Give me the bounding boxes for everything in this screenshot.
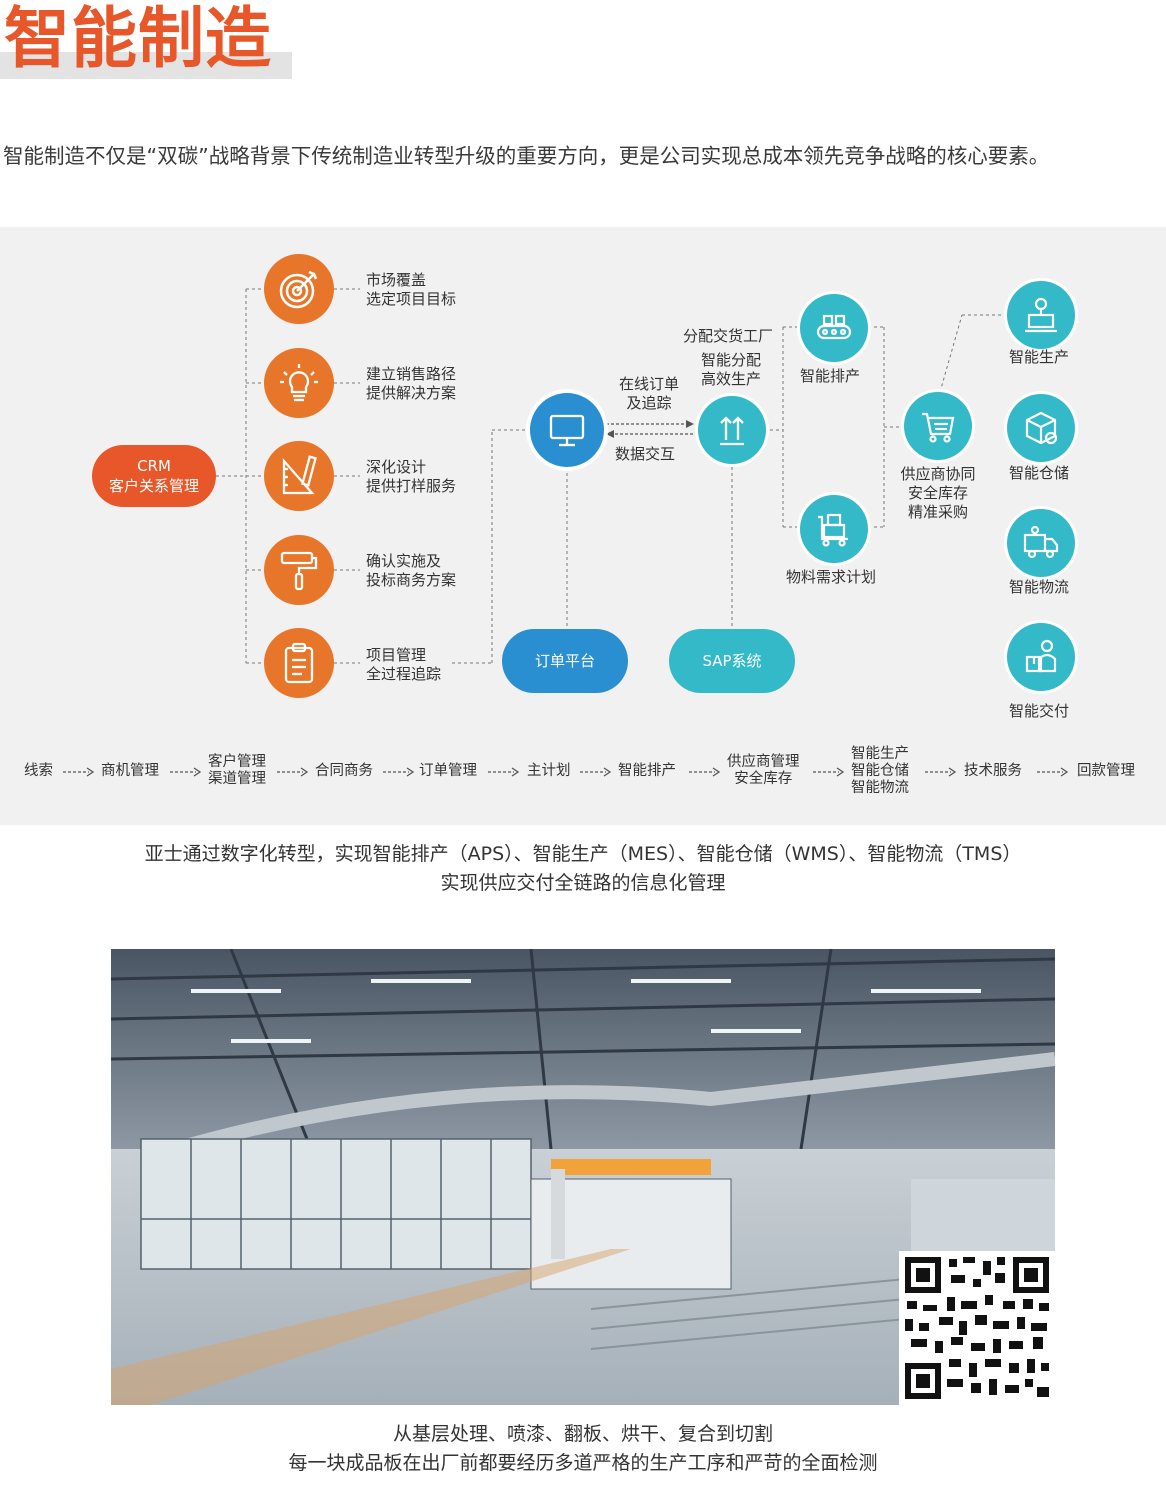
step-line: 确认实施及 xyxy=(366,552,442,570)
flow-arrow-icon xyxy=(580,767,612,777)
material-plan-label: 物料需求计划 xyxy=(786,568,877,586)
step-line: 选定项目目标 xyxy=(366,290,457,308)
delivery-truck-icon xyxy=(1007,509,1075,577)
flow-step: 订单管理 xyxy=(419,763,477,779)
flow-arrow-icon xyxy=(1037,767,1069,777)
label-line: 精准采购 xyxy=(907,503,968,521)
flow-step: 智能排产 xyxy=(618,763,676,779)
flow-line: 供应商管理 xyxy=(727,754,800,770)
design-ruler-icon xyxy=(264,441,334,511)
paint-roller-icon xyxy=(264,535,334,605)
factory-photo xyxy=(111,949,1055,1405)
crm-subtitle: 客户关系管理 xyxy=(108,477,199,495)
order-platform-label: 订单平台 xyxy=(534,652,595,670)
title-underline-bar xyxy=(0,52,292,79)
monitor-icon xyxy=(530,393,604,467)
label-line: 供应商协同 xyxy=(900,465,976,483)
step-label-project-mgmt: 项目管理 全过程追踪 xyxy=(366,646,441,684)
flow-arrow-icon xyxy=(383,767,415,777)
factory-illustration xyxy=(111,949,1055,1405)
caption-line: 实现供应交付全链路的信息化管理 xyxy=(440,872,726,894)
shopping-cart-icon xyxy=(904,392,972,460)
caption-line: 每一块成品板在出厂前都要经历多道严格的生产工序和严苛的全面检测 xyxy=(288,1452,878,1474)
warehouse-box-icon xyxy=(1007,394,1075,462)
flow-arrow-icon xyxy=(689,767,721,777)
intro-text: 智能制造不仅是“双碳”战略背景下传统制造业转型升级的重要方向，更是公司实现总成本… xyxy=(3,144,1050,168)
production-icon xyxy=(1007,281,1075,349)
data-exchange-label: 数据交互 xyxy=(615,445,676,463)
flow-arrow-icon xyxy=(925,767,957,777)
order-platform-node: 订单平台 xyxy=(502,629,628,693)
flow-step: 线索 xyxy=(24,763,53,779)
flow-line: 渠道管理 xyxy=(208,771,266,787)
production-label: 智能生产 xyxy=(1009,348,1070,366)
crm-title: CRM xyxy=(137,457,171,475)
label-line: 高效生产 xyxy=(700,370,761,388)
step-line: 建立销售路径 xyxy=(366,365,457,383)
scheduling-label: 智能排产 xyxy=(800,367,861,385)
step-line: 深化设计 xyxy=(366,458,427,476)
step-line: 提供打样服务 xyxy=(366,477,457,495)
warehouse-label: 智能仓储 xyxy=(1009,464,1070,482)
flow-step: 主计划 xyxy=(527,763,571,779)
sap-system-label: SAP系统 xyxy=(702,652,762,670)
step-line: 市场覆盖 xyxy=(366,271,427,289)
smart-manufacturing-diagram: CRM 客户关系管理 市场覆盖 选定项目目标 建立销售路径 提供解决方案 深化设… xyxy=(0,227,1166,825)
flow-step: 技术服务 xyxy=(964,763,1022,779)
page-title: 智能制造 xyxy=(4,0,272,77)
flow-arrow-icon xyxy=(813,767,845,777)
sap-system-node: SAP系统 xyxy=(669,629,795,693)
step-line: 全过程追踪 xyxy=(366,665,442,683)
lightbulb-icon xyxy=(264,348,334,418)
flow-step: 供应商管理 安全库存 xyxy=(727,754,800,788)
step-label-confirm: 确认实施及 投标商务方案 xyxy=(366,552,456,590)
flow-line: 客户管理 xyxy=(208,754,266,770)
step-label-design: 深化设计 提供打样服务 xyxy=(366,458,456,496)
step-line: 提供解决方案 xyxy=(366,384,457,402)
flow-line: 安全库存 xyxy=(734,771,793,787)
qr-code-icon xyxy=(899,1251,1055,1405)
step-line: 投标商务方案 xyxy=(366,571,457,589)
conveyor-icon xyxy=(800,294,868,362)
photo-caption: 从基层处理、喷漆、翻板、烘干、复合到切割 每一块成品板在出厂前都要经历多道严格的… xyxy=(0,1420,1166,1478)
delivery-label: 智能交付 xyxy=(1009,702,1070,720)
flow-line: 智能生产 xyxy=(851,746,909,762)
smart-assign-label: 智能分配 高效生产 xyxy=(693,351,769,389)
caption-line: 从基层处理、喷漆、翻板、烘干、复合到切割 xyxy=(392,1423,773,1445)
target-icon xyxy=(264,254,334,324)
flow-step: 智能生产 智能仓储 智能物流 xyxy=(851,746,909,797)
flow-arrow-icon xyxy=(277,767,309,777)
label-line: 智能分配 xyxy=(700,351,761,369)
upload-arrows-icon xyxy=(698,396,766,464)
crm-node: CRM 客户关系管理 xyxy=(92,445,216,507)
step-line: 项目管理 xyxy=(366,646,427,664)
flow-line: 智能物流 xyxy=(851,780,909,796)
step-label-market: 市场覆盖 选定项目目标 xyxy=(366,271,456,309)
flow-arrow-icon xyxy=(488,767,520,777)
flow-step: 客户管理 渠道管理 xyxy=(208,754,266,788)
flow-line: 智能仓储 xyxy=(851,763,909,779)
online-order-label: 在线订单 及追踪 xyxy=(610,375,688,413)
label-line: 在线订单 xyxy=(618,375,679,393)
clipboard-icon xyxy=(264,628,334,698)
cart-boxes-icon xyxy=(800,495,868,563)
step-label-sales-path: 建立销售路径 提供解决方案 xyxy=(366,365,456,403)
flow-step: 合同商务 xyxy=(315,763,373,779)
flow-step: 回款管理 xyxy=(1077,763,1135,779)
connector-lines xyxy=(216,288,1005,664)
logistics-label: 智能物流 xyxy=(1009,578,1070,596)
flow-arrow-icon xyxy=(63,767,95,777)
flow-step: 商机管理 xyxy=(101,763,159,779)
label-line: 及追踪 xyxy=(626,394,672,412)
flow-arrow-icon xyxy=(170,767,202,777)
caption-line: 亚士通过数字化转型，实现智能排产（APS）、智能生产（MES）、智能仓储（WMS… xyxy=(144,843,1022,865)
supplier-label: 供应商协同 安全库存 精准采购 xyxy=(895,465,981,522)
delivery-worker-icon xyxy=(1007,623,1075,691)
label-line: 安全库存 xyxy=(907,484,968,502)
assign-factory-label: 分配交货工厂 xyxy=(683,327,774,345)
diagram-caption: 亚士通过数字化转型，实现智能排产（APS）、智能生产（MES）、智能仓储（WMS… xyxy=(0,840,1166,898)
